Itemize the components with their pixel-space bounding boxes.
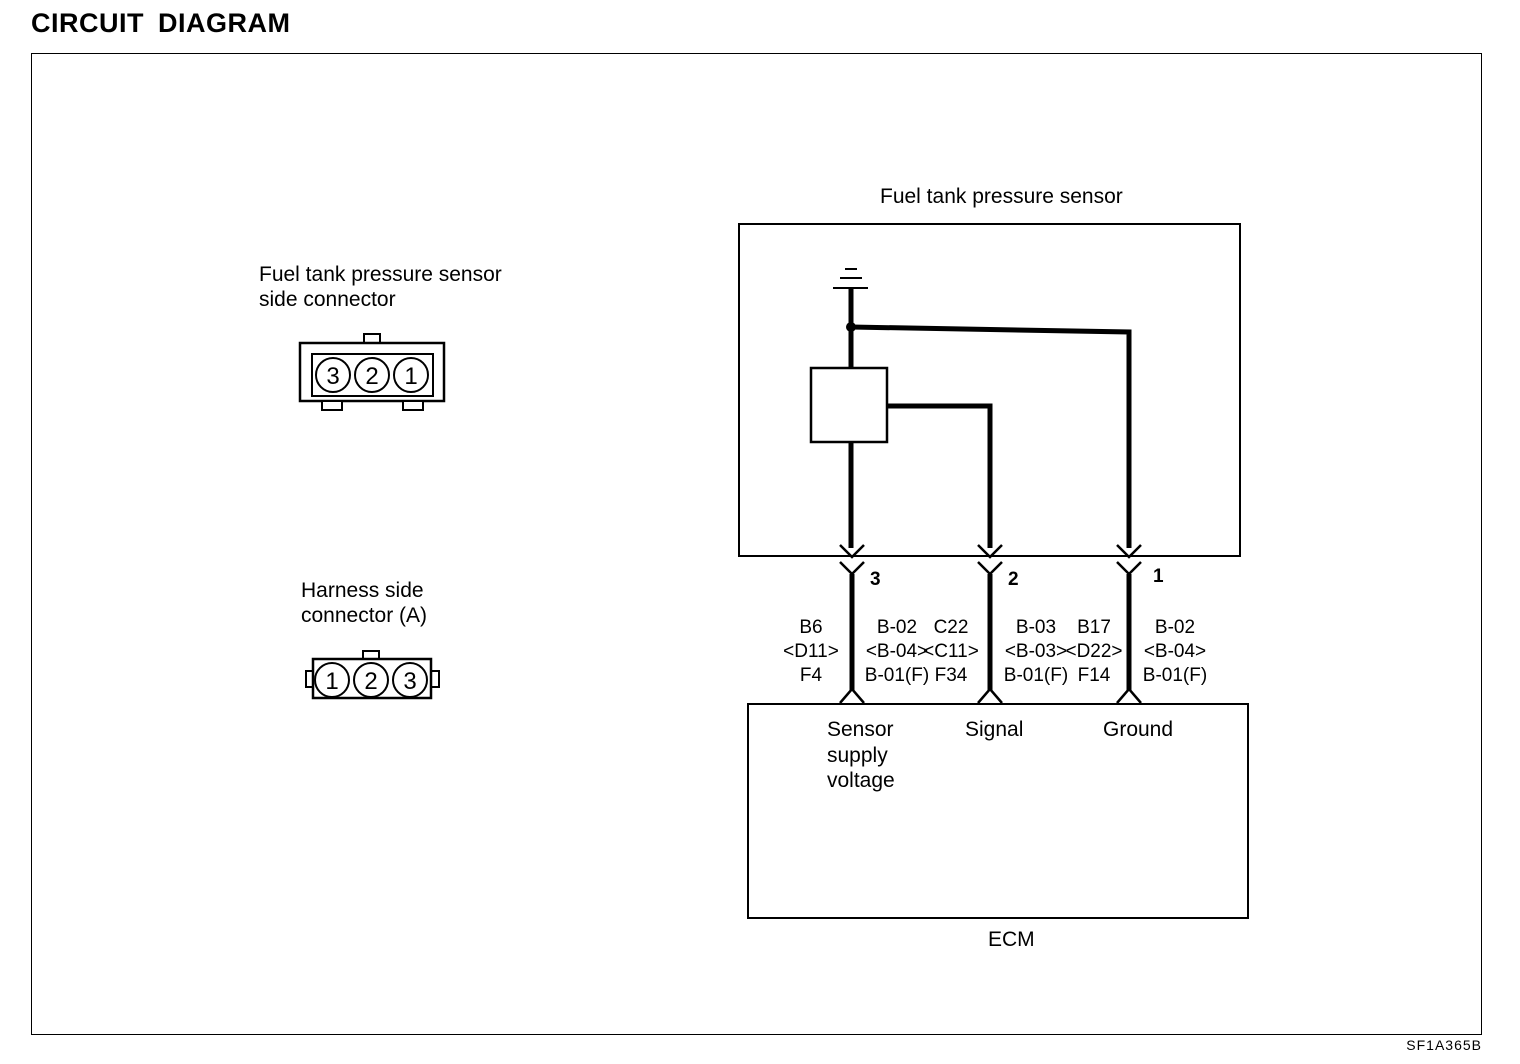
wire-3-code: F4 [799, 665, 823, 686]
pin-number-1: 1 [1153, 566, 1164, 587]
ground-symbol-icon [833, 268, 868, 289]
sensor-connector-pin-label: 3 [326, 363, 339, 390]
wire-1-code: B-02 [1154, 617, 1196, 638]
wire-2-code: B-03 [1015, 617, 1057, 638]
harness-connector-pin-3 [392, 662, 428, 698]
harness-connector-pin-label: 3 [403, 668, 416, 695]
sensor-internal-circuit [848, 288, 1132, 548]
sensor-side-connector: 3 2 1 [298, 333, 446, 411]
wire-1-code: F14 [1077, 665, 1111, 686]
sensor-element [809, 366, 889, 444]
harness-wires [849, 574, 1132, 690]
wire-2-code: B-01(F) [1003, 665, 1069, 686]
wire-3-code: <B-04> [865, 641, 929, 662]
ecm-input-sensor-supply: voltage [827, 769, 895, 792]
sensor-connector-pin-1 [393, 357, 429, 393]
diagram-frame [31, 53, 1482, 1035]
junction-dot [846, 322, 856, 332]
wire-2-code: <B-03> [1004, 641, 1068, 662]
sensor-connector-pin-label: 2 [365, 363, 378, 390]
ecm-box [747, 703, 1249, 919]
page-title: CIRCUIT DIAGRAM [31, 8, 291, 38]
sensor-connector-pin-2 [354, 357, 390, 393]
wire-1-code: B17 [1077, 617, 1111, 638]
harness-connector-label: Harness side [301, 579, 424, 602]
ecm-input-signal: Signal [965, 718, 1024, 741]
harness-connector-pin-2 [353, 662, 389, 698]
wire-1-code: B-01(F) [1142, 665, 1208, 686]
wire-2-code: F34 [934, 665, 968, 686]
ecm-label: ECM [988, 928, 1035, 951]
harness-connector-label: connector (A) [301, 604, 428, 627]
wire-2-code: C22 [933, 617, 969, 638]
wire-3-code: B-02 [876, 617, 918, 638]
harness-connector-pin-label: 2 [364, 668, 377, 695]
pin-number-2: 2 [1008, 569, 1019, 590]
ecm-terminal-symbols [839, 687, 1142, 704]
sensor-connector-label: Fuel tank pressure sensor [259, 263, 502, 286]
ecm-input-ground: Ground [1103, 718, 1174, 741]
wire-3-code: <D11> [783, 641, 839, 662]
figure-reference: SF1A365B [1406, 1037, 1482, 1053]
wire-1-code: <D22> [1065, 641, 1123, 662]
sensor-connector-label: side connector [259, 288, 396, 311]
wire-3-code: B6 [799, 617, 823, 638]
harness-side-connector: 1 2 3 [305, 650, 440, 700]
sensor-label: Fuel tank pressure sensor [880, 185, 1123, 208]
harness-connector-pin-1 [314, 662, 350, 698]
connector-pin-symbols [839, 544, 1142, 576]
wire-1-code: <B-04> [1143, 641, 1207, 662]
ecm-input-sensor-supply: supply [827, 744, 888, 767]
wire-2-code: <C11> [923, 641, 979, 662]
ecm-input-sensor-supply: Sensor [827, 718, 894, 741]
pin-number-3: 3 [870, 569, 881, 590]
sensor-connector-pin-3 [315, 357, 351, 393]
wire-3-code: B-01(F) [864, 665, 930, 686]
harness-connector-pin-label: 1 [325, 668, 338, 695]
sensor-connector-pin-label: 1 [404, 363, 417, 390]
